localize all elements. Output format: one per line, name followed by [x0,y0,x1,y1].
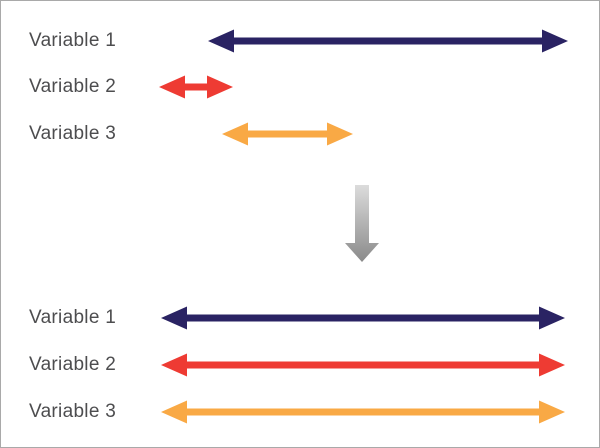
double-arrow-shape [222,122,353,146]
before-variable-3-label: Variable 3 [29,123,117,144]
after-variable-3-range-arrow-icon [161,400,565,424]
double-arrow-shape [159,75,233,99]
before-variable-1-range-arrow-icon [208,29,568,53]
double-arrow-shape [161,306,565,330]
before-variable-1-label: Variable 1 [29,30,117,51]
double-arrow-shape [208,29,568,53]
double-arrow-shape [161,400,565,424]
down-arrow-shape [345,185,379,262]
after-variable-3-label: Variable 3 [29,401,117,422]
after-variable-1-range-arrow-icon [161,306,565,330]
after-variable-2-label: Variable 2 [29,354,117,375]
before-variable-2-label: Variable 2 [29,76,117,97]
double-arrow-shape [161,353,565,377]
transform-down-arrow-icon [345,185,379,262]
before-variable-3-range-arrow-icon [222,122,353,146]
before-variable-2-range-arrow-icon [159,75,233,99]
after-variable-2-range-arrow-icon [161,353,565,377]
after-variable-1-label: Variable 1 [29,307,117,328]
